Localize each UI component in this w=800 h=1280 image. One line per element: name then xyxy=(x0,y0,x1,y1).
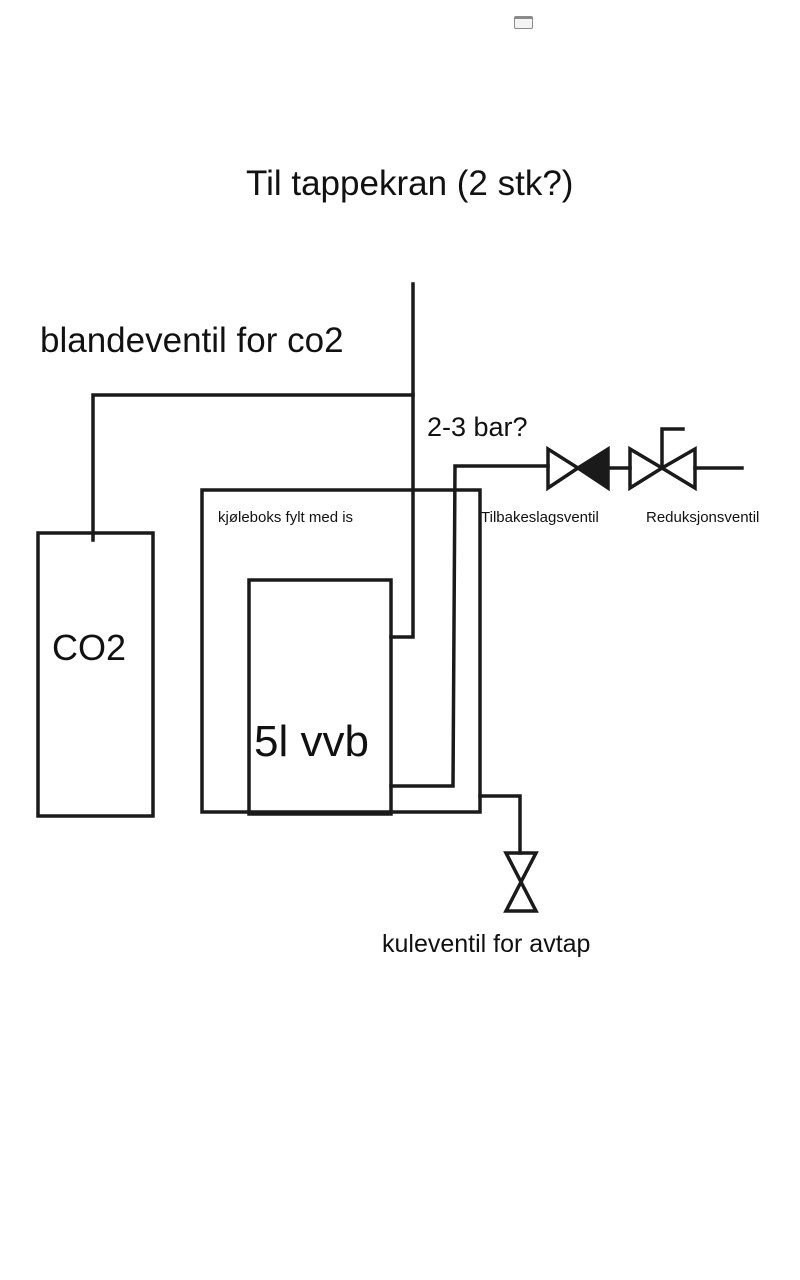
ball-valve-label: kuleventil for avtap xyxy=(382,930,591,958)
co2-supply-pipe xyxy=(91,393,415,542)
co2-bottle xyxy=(36,531,155,818)
mixing-valve-label: blandeventil for co2 xyxy=(40,321,344,360)
window-icon[interactable] xyxy=(514,16,533,29)
pressure-label: 2-3 bar? xyxy=(427,412,528,442)
cooler-box-label: kjøleboks fylt med is xyxy=(218,509,354,526)
reducing-valve-spindle xyxy=(660,427,685,470)
water-heater-label: 5l vvb xyxy=(254,717,369,766)
tap-outlet-pipe xyxy=(389,282,415,639)
tap-outlet-label: Til tappekran (2 stk?) xyxy=(246,164,574,203)
inlet-pipe xyxy=(389,464,550,788)
co2-bottle-label: CO2 xyxy=(52,627,127,668)
reducing-valve-label: Reduksjonsventil xyxy=(646,509,760,526)
drain-pipe xyxy=(478,794,522,855)
check-valve-label: Tilbakeslagsventil xyxy=(481,509,599,526)
ball-valve-icon xyxy=(503,851,539,913)
cooler-box xyxy=(200,488,482,814)
water-heater-tank xyxy=(247,578,393,816)
check-valve-icon xyxy=(546,445,582,492)
check-valve-filled-half xyxy=(574,445,610,492)
